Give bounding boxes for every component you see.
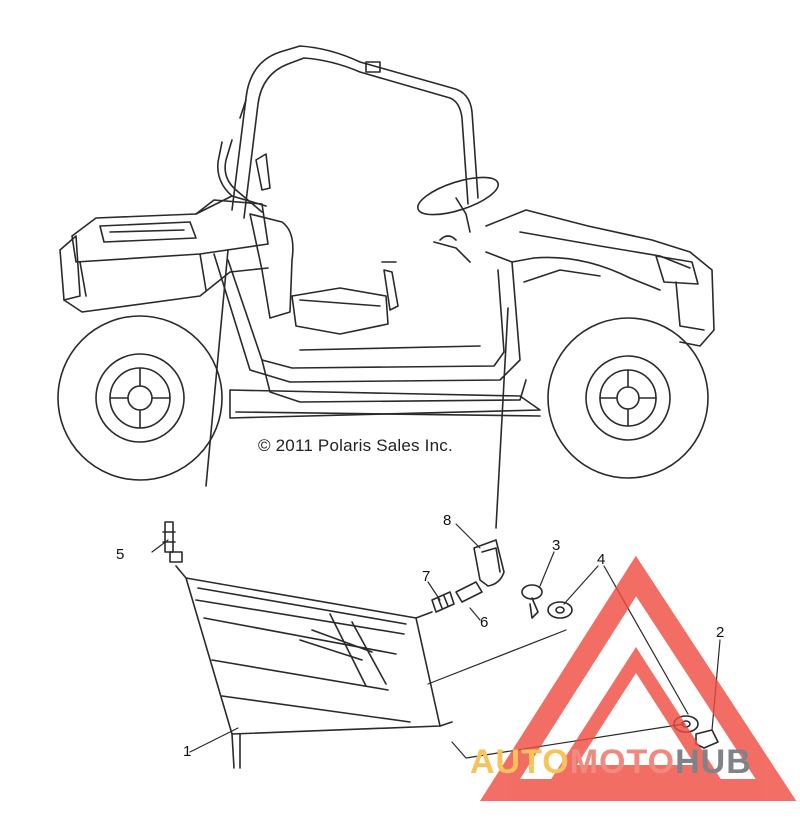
roll-cage bbox=[216, 45, 479, 219]
callout-2: 2 bbox=[716, 624, 725, 641]
door-net-frame bbox=[175, 565, 453, 769]
seat bbox=[249, 213, 399, 335]
part-8-clip bbox=[473, 539, 505, 587]
part-3-rivet bbox=[521, 584, 543, 619]
callout-5: 5 bbox=[116, 546, 125, 563]
steering-wheel bbox=[417, 176, 499, 263]
watermark-moto: MOTO bbox=[569, 743, 676, 781]
front-wheel bbox=[547, 317, 709, 479]
part-7-buckle bbox=[431, 591, 455, 613]
callout-8: 8 bbox=[443, 512, 452, 529]
callout-3: 3 bbox=[552, 537, 561, 554]
callout-6: 6 bbox=[480, 614, 489, 631]
watermark-hub: HUB bbox=[675, 743, 752, 781]
rear-wheel bbox=[57, 315, 223, 481]
watermark-logo bbox=[479, 555, 797, 801]
vehicle-body bbox=[195, 195, 541, 419]
watermark-auto: AUTO bbox=[470, 743, 570, 781]
part-6-strap bbox=[455, 581, 483, 603]
install-location-leaders bbox=[205, 249, 509, 529]
callout-1: 1 bbox=[183, 743, 192, 760]
callout-4: 4 bbox=[597, 551, 606, 568]
rear-bed bbox=[59, 199, 269, 313]
callout-7: 7 bbox=[422, 568, 431, 585]
copyright-notice: © 2011 Polaris Sales Inc. bbox=[258, 436, 453, 455]
watermark-wordmark: AUTOMOTOHUB bbox=[470, 743, 752, 782]
front-hood bbox=[485, 209, 715, 347]
